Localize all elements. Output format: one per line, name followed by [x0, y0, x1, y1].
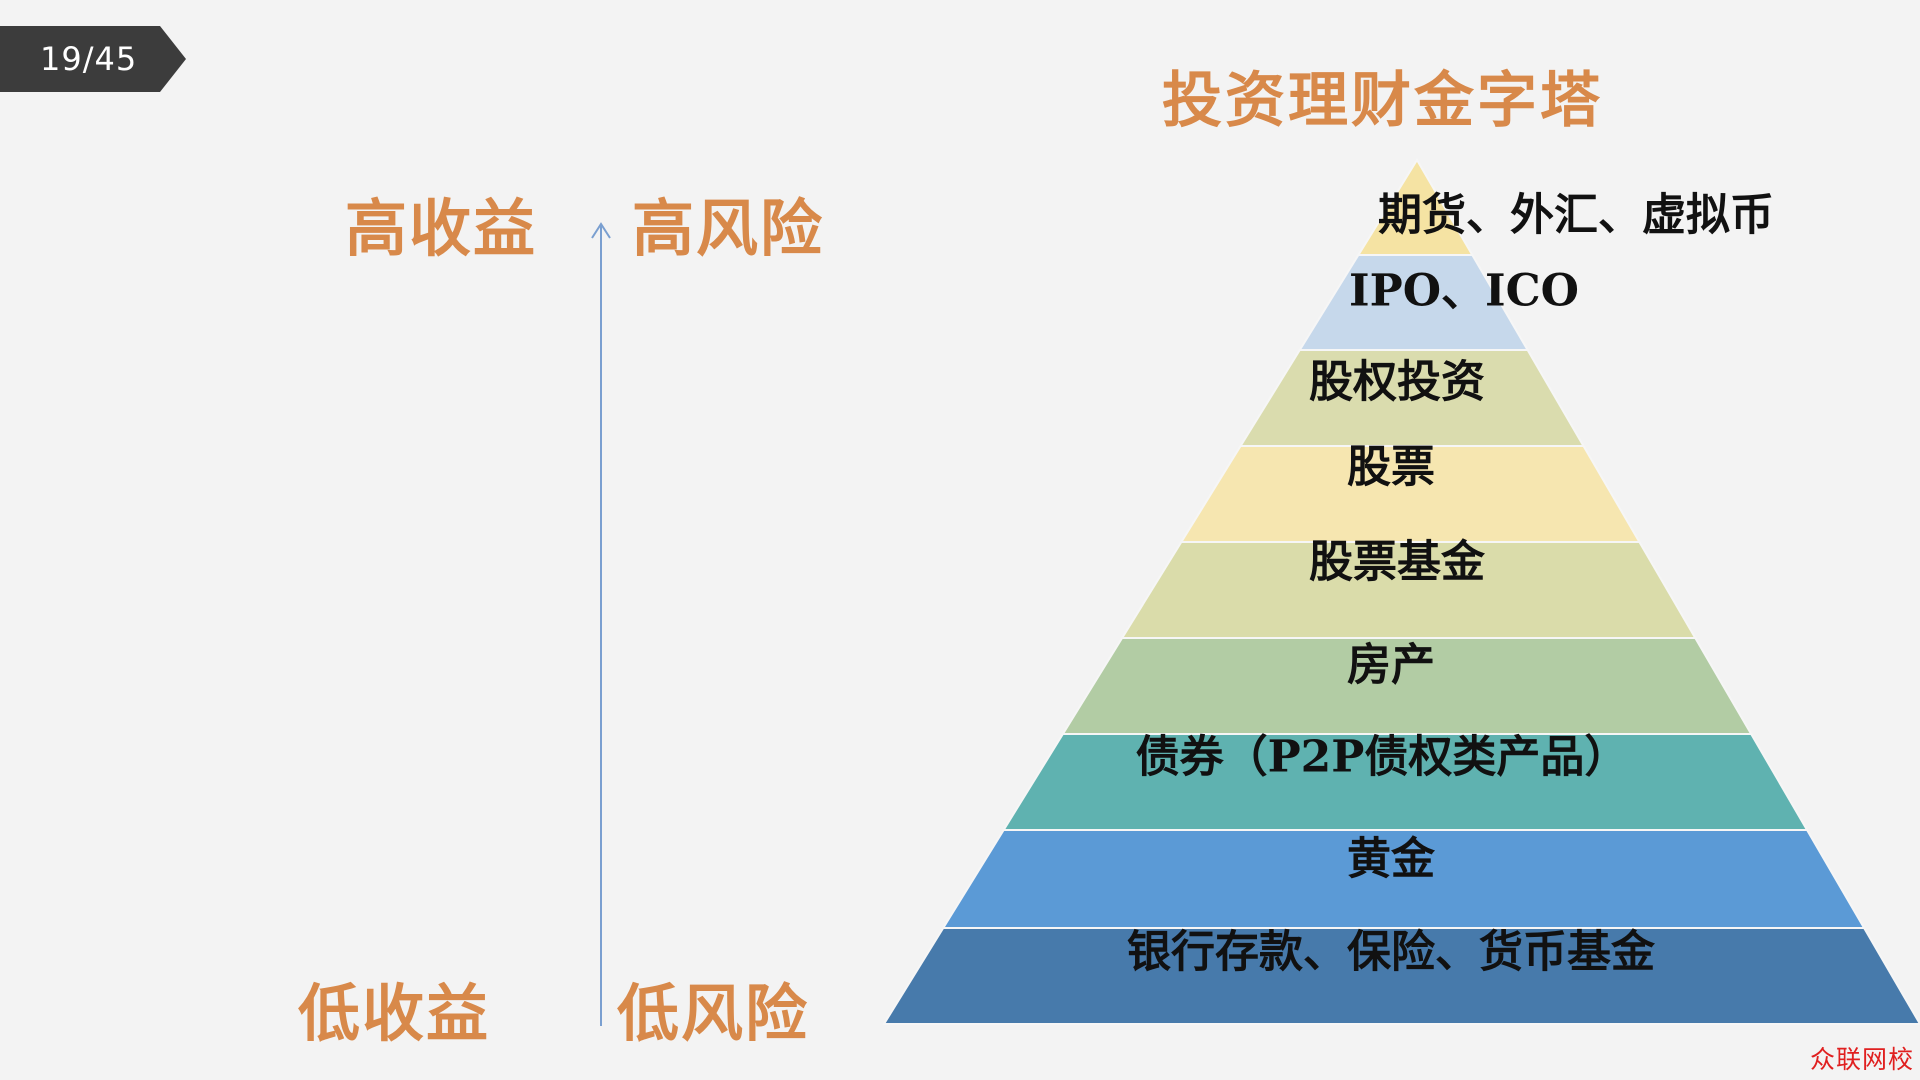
- pyramid-tier-label: 黄金: [1347, 834, 1436, 885]
- low-risk-label: 低风险: [617, 977, 810, 1050]
- high-risk-label: 高风险: [632, 192, 825, 265]
- pyramid-tier-label: 股票基金: [1309, 537, 1486, 588]
- pyramid-tier-9: [882, 927, 1920, 1025]
- risk-scale-arrow: [591, 222, 611, 1026]
- pyramid-tier-label: 房产: [1347, 640, 1435, 691]
- page-indicator: 19/45: [0, 26, 186, 92]
- pyramid-tier-label: 银行存款、保险、货币基金: [1127, 927, 1656, 978]
- pyramid-tier-label: 期货、外汇、虚拟币: [1378, 190, 1774, 241]
- low-return-label: 低收益: [298, 977, 491, 1050]
- pyramid-tier-label: 债券（P2P债权类产品）: [1136, 732, 1629, 783]
- pyramid-tier-label: 股票: [1347, 442, 1435, 493]
- watermark-text: 众联网校: [1809, 1045, 1914, 1074]
- pyramid-tier-label: IPO、ICO: [1349, 266, 1579, 317]
- pyramid-title: 投资理财金字塔: [1162, 66, 1603, 136]
- high-return-label: 高收益: [345, 192, 538, 265]
- pyramid-tier-label: 股权投资: [1309, 357, 1485, 408]
